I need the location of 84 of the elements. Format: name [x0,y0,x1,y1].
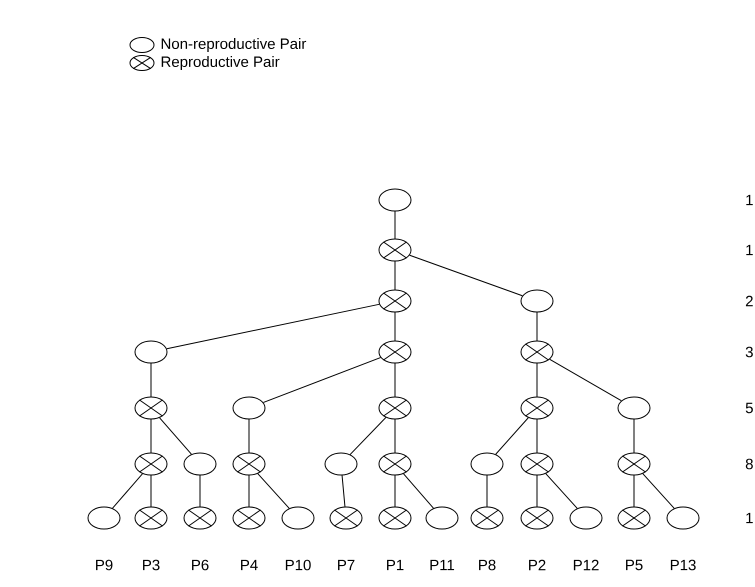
pair-label: P13 [670,560,696,570]
reproductive-pair-ellipse [232,452,266,476]
pair-ellipse [282,506,314,530]
connector-line [545,473,578,509]
connector-line [159,417,192,455]
reproductive-pair-ellipse [618,506,650,530]
connector-line [486,475,488,507]
generation-number: 1 [746,194,753,206]
reproductive-pair-ellipse [134,506,168,530]
pair-ellipse [232,396,266,420]
reproductive-pair-ellipse [378,396,412,420]
connector-line [257,473,290,509]
pair-label: P8 [479,560,496,570]
connector-line [403,473,434,509]
connector-line [262,357,382,403]
connector-line [150,419,152,453]
connector-line [394,363,396,397]
connector-line [536,475,538,507]
reproductive-pair-ellipse [520,340,554,364]
reproductive-pair-ellipse [330,506,362,530]
pair-label: P6 [192,560,209,570]
pair-ellipse [570,506,602,530]
pair-label: P10 [286,560,311,570]
reproductive-pair-ellipse [134,396,168,420]
connector-line [394,211,396,239]
connector-line [409,254,523,296]
generation-number: 3 [746,346,753,358]
pair-label: P2 [529,560,546,570]
reproductive-pair-ellipse [378,238,412,262]
connector-line [150,363,152,397]
connector-line [394,475,396,507]
connector-line [394,261,396,290]
reproductive-pair-ellipse [378,506,412,530]
connector-line [642,473,675,509]
reproductive-pair-ellipse [378,452,412,476]
reproductive-pair-ellipse [378,340,412,364]
connector-line [350,417,386,455]
connector-line [495,417,529,455]
pair-ellipse [88,506,120,530]
connector-line [166,304,380,350]
connector-line [549,358,622,402]
connector-line [342,474,346,508]
pair-label: P9 [96,560,112,570]
connector-line [248,419,250,453]
reproductive-pair-ellipse [520,452,554,476]
pair-label: P7 [338,560,354,570]
connector-line [150,475,152,507]
generation-number: 1 [746,244,753,256]
reproductive-pair-ellipse [134,452,168,476]
reproductive-pair-ellipse [232,506,266,530]
reproductive-pair-ellipse [520,396,554,420]
pair-label: P5 [626,560,643,570]
connector-line [536,363,538,397]
generation-number: 2 [746,296,753,306]
pair-ellipse [184,452,216,476]
connector-line [394,419,396,453]
connector-line [112,473,143,509]
pair-ellipse [520,290,554,312]
generation-number: 1 [746,512,753,524]
connector-line [248,475,250,507]
pair-label: P11 [430,560,454,570]
legend-text: Reproductive Pair [162,56,280,70]
pair-ellipse [324,452,358,476]
reproductive-pair-ellipse [378,290,412,312]
pair-ellipse [666,506,700,530]
generation-number: 5 [746,402,753,414]
pair-label: P3 [143,560,160,570]
reproductive-pair-ellipse [470,506,504,530]
pair-ellipse [618,396,650,420]
generation-number: 8 [746,458,753,470]
pair-ellipse [378,188,412,212]
legend-text: Non-reproductive Pair [162,38,306,52]
pair-label: P4 [241,560,258,570]
reproductive-pair-ellipse [184,506,216,530]
pair-label: P12 [574,560,599,570]
connector-line [536,312,538,341]
pair-ellipse [134,340,168,364]
pair-ellipse [470,452,504,476]
pair-label: P1 [387,560,404,570]
reproductive-pair-ellipse [520,506,554,530]
reproductive-pair-ellipse [618,452,650,476]
connector-line [394,312,396,341]
connector-line [536,419,538,453]
pair-ellipse [426,506,458,530]
